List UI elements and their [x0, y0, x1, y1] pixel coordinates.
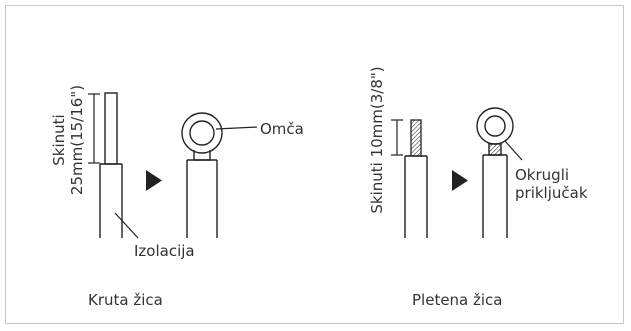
loop-leader [215, 126, 258, 130]
solid-strip-label-line2: 25mm(15/16") [68, 85, 86, 195]
terminal-leader [504, 140, 523, 161]
solid-wire-caption: Kruta žica [88, 291, 163, 309]
terminal-label-line1: Okrugli [515, 166, 569, 184]
right-triangle-arrow-icon [146, 170, 162, 191]
terminal-label-line2: priključak [515, 184, 588, 202]
insulation-label: Izolacija [134, 242, 195, 260]
right-triangle-arrow-icon [452, 170, 468, 191]
stranded-insulation [404, 155, 428, 238]
stranded-conductor [410, 119, 422, 157]
stranded-ring-terminal [476, 107, 514, 238]
stranded-wire-caption: Pletena žica [412, 291, 503, 309]
solid-insulation [99, 163, 123, 238]
solid-strip-dimension [88, 93, 100, 164]
solid-loop-terminal [181, 112, 223, 238]
solid-wire-group: Skinuti 25mm(15/16") Izolacija [50, 85, 304, 309]
loop-label: Omča [260, 120, 304, 138]
solid-conductor [104, 92, 118, 165]
stranded-strip-label: Skinuti 10mm(3/8") [368, 66, 386, 213]
solid-strip-label-line1: Skinuti [50, 114, 68, 165]
insulation-leader [114, 212, 139, 239]
stranded-wire-group: Skinuti 10mm(3/8") Okrugli priključak Pl… [368, 66, 588, 309]
stranded-strip-dimension [391, 119, 403, 156]
